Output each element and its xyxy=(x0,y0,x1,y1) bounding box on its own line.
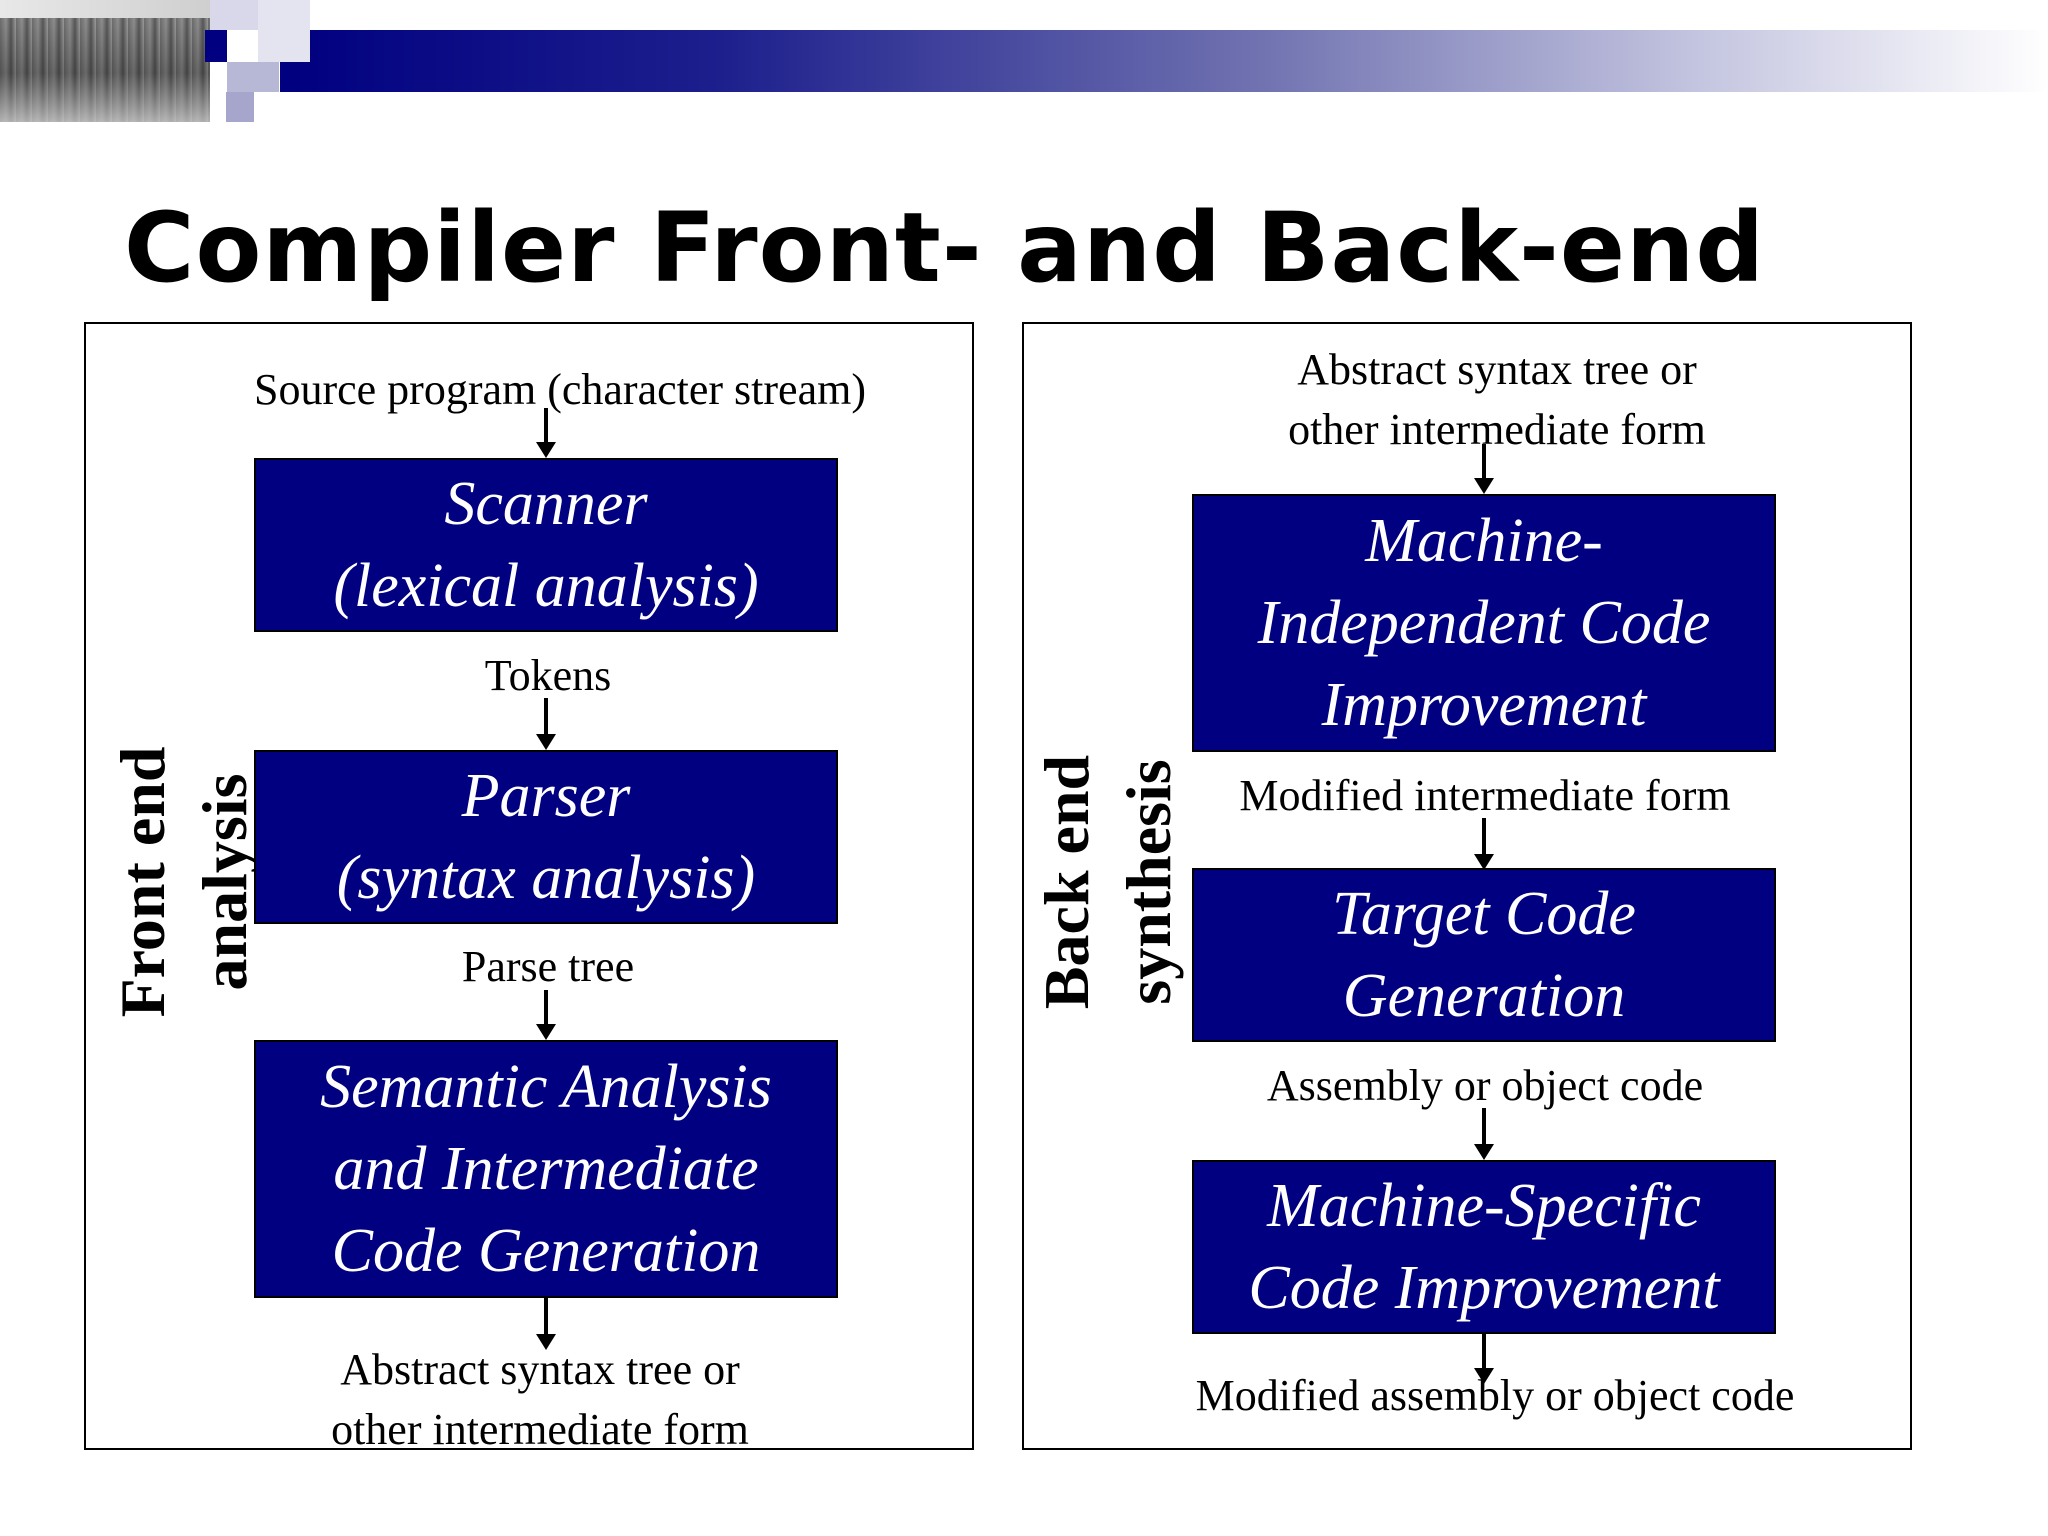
arrow-down xyxy=(1474,1334,1494,1384)
arrow-down xyxy=(1474,1108,1494,1160)
semantic-analysis-stage-box: Semantic Analysis and Intermediate Code … xyxy=(254,1040,838,1298)
assembly-edge-label: Assembly or object code xyxy=(1266,1061,1704,1110)
front-end-side-label: Front end analysis xyxy=(107,746,260,1018)
back-end-input-label: Abstract syntax tree or other intermedia… xyxy=(1288,345,1706,454)
arrow-down xyxy=(1474,818,1494,870)
tokens-edge-label: Tokens xyxy=(484,651,612,700)
decor-square xyxy=(210,0,258,30)
front-end-input-label: Source program (character stream) xyxy=(253,365,866,414)
parse-tree-edge-label: Parse tree xyxy=(461,942,635,991)
gradient-bar xyxy=(280,30,2048,92)
header-banner xyxy=(0,0,2048,130)
back-end-output-label: Modified assembly or object code xyxy=(1195,1371,1795,1420)
arrow-down xyxy=(536,1298,556,1350)
decor-square xyxy=(227,62,279,92)
slide-title: Compiler Front- and Back-end xyxy=(124,192,1766,304)
decor-square xyxy=(226,92,254,122)
arrow-down xyxy=(536,990,556,1040)
decor-square xyxy=(258,0,310,62)
decor-square xyxy=(205,30,227,62)
machine-specific-stage-box: Machine-Specific Code Improvement xyxy=(1192,1160,1776,1334)
parser-stage-box: Parser (syntax analysis) xyxy=(254,750,838,924)
arrow-down xyxy=(536,408,556,458)
arrow-down xyxy=(536,698,556,750)
scanner-stage-box: Scanner (lexical analysis) xyxy=(254,458,838,632)
target-code-generation-stage-box: Target Code Generation xyxy=(1192,868,1776,1042)
building-photo xyxy=(0,0,210,122)
modified-intermediate-edge-label: Modified intermediate form xyxy=(1239,771,1731,820)
arrow-down xyxy=(1474,444,1494,494)
machine-independent-stage-box: Machine- Independent Code Improvement xyxy=(1192,494,1776,752)
front-end-output-label: Abstract syntax tree or other intermedia… xyxy=(331,1345,749,1454)
